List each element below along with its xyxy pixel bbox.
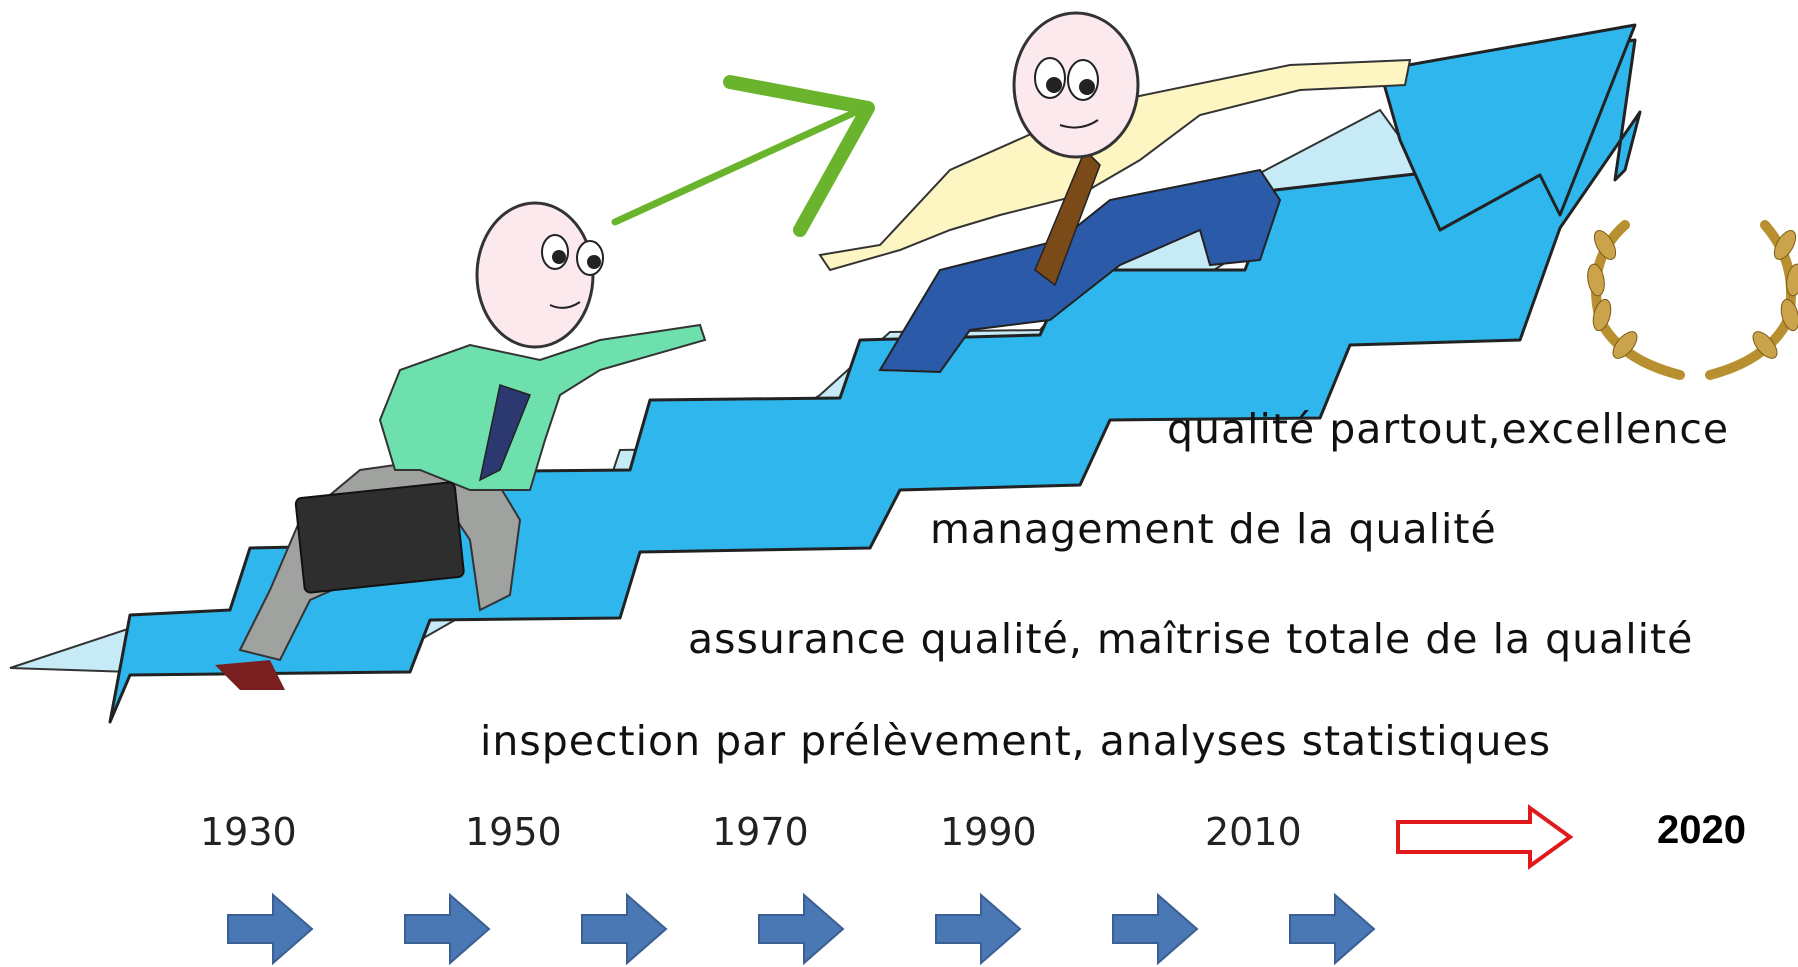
phase-label-inspection: inspection par prélèvement, analyses sta… [480,717,1552,765]
phase-label-management: management de la qualité [930,505,1497,553]
phase-label-excellence: qualité partout,excellence [1167,405,1730,453]
year-label-2010: 2010 [1205,810,1302,854]
year-label-1990: 1990 [940,810,1037,854]
helping-person-icon [818,11,1412,374]
blue-right-arrow-icon [758,892,845,966]
phase-label-assurance: assurance qualité, maîtrise totale de la… [688,615,1694,663]
qa-laurel-logo-icon [1587,220,1798,380]
climbing-person-icon [215,201,707,690]
blue-right-arrow-icon [404,892,491,966]
blue-right-arrow-icon [581,892,668,966]
year-label-1950: 1950 [465,810,562,854]
blue-right-arrow-icon [1289,892,1376,966]
year-label-1930: 1930 [200,810,297,854]
staircase-arrowhead [1378,23,1637,232]
year-label-2020: 2020 [1657,808,1746,852]
year-label-1970: 1970 [712,810,809,854]
red-outline-arrow-icon [1396,804,1574,870]
blue-right-arrow-icon [227,892,314,966]
blue-right-arrow-icon [935,892,1022,966]
green-progress-arrow-icon [611,75,875,237]
blue-right-arrow-icon [1112,892,1199,966]
